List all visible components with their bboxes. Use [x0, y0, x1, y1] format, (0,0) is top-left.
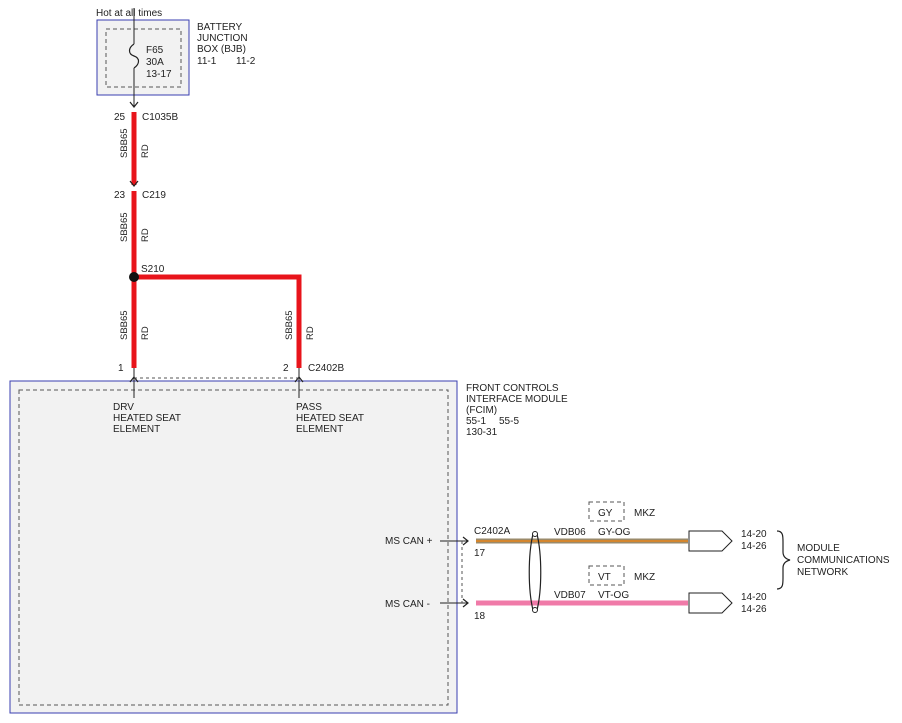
- drv-line2: HEATED SEAT: [113, 413, 181, 424]
- fcim-name-line3: (FCIM): [466, 405, 497, 416]
- wire3-circuit: SBB65: [119, 310, 130, 340]
- vt-option-box: [588, 565, 625, 586]
- splice-s210-dot: [129, 272, 139, 282]
- gy-option-color: GY: [598, 508, 613, 519]
- c2402b-pin2-icon: [294, 376, 304, 383]
- drv-line1: DRV: [113, 402, 134, 413]
- c2402b-pin-b: 2: [283, 363, 289, 374]
- drv-line3: ELEMENT: [113, 424, 160, 435]
- c1035b-name: C1035B: [142, 112, 178, 123]
- network-line3: NETWORK: [797, 567, 848, 578]
- wire1-circuit: SBB65: [119, 128, 130, 158]
- network-line2: COMMUNICATIONS: [797, 555, 890, 566]
- bjb-ref-b: 11-2: [236, 56, 256, 67]
- bjb-name-line3: BOX (BJB): [197, 44, 246, 55]
- fcim-inner-outline: [18, 389, 449, 706]
- fcim-module: [9, 380, 458, 714]
- fcim-ref-a: 55-1: [466, 416, 486, 427]
- vdb06-continuation-arrow: [688, 530, 733, 552]
- bjb-ref-a: 11-1: [197, 56, 217, 67]
- vt-option-model: MKZ: [634, 572, 655, 583]
- ms-can-minus-label: MS CAN -: [385, 599, 430, 610]
- vdb06-circuit: VDB06: [554, 527, 586, 538]
- wire1-color: RD: [140, 144, 151, 158]
- fuse-rating: 30A: [146, 57, 164, 68]
- vdb07-circuit: VDB07: [554, 590, 586, 601]
- c2402b-pin-a: 1: [118, 363, 124, 374]
- wire2-circuit: SBB65: [119, 212, 130, 242]
- c219-pin: 23: [114, 190, 126, 201]
- pass-line3: ELEMENT: [296, 424, 343, 435]
- network-brace: [776, 530, 791, 590]
- wire3-color: RD: [140, 326, 151, 340]
- c2402a-pin-plus: 17: [474, 548, 486, 559]
- fuse-icon: [128, 43, 140, 69]
- hot-at-all-times-label: Hot at all times: [96, 8, 162, 19]
- twisted-pair-right: [536, 533, 542, 611]
- fuse-id: F65: [146, 45, 164, 56]
- splice-name: S210: [141, 264, 165, 275]
- vdb06-color: GY-OG: [598, 527, 631, 538]
- fcim-name-line1: FRONT CONTROLS: [466, 383, 559, 394]
- twisted-pair-cap-top: [532, 531, 538, 537]
- c219-name: C219: [142, 190, 166, 201]
- vdb07-color: VT-OG: [598, 590, 629, 601]
- bjb-name-line1: BATTERY: [197, 22, 243, 33]
- vdb06-ref-b: 14-26: [741, 541, 767, 552]
- pass-line1: PASS: [296, 402, 322, 413]
- pass-line2: HEATED SEAT: [296, 413, 364, 424]
- c2402a-name: C2402A: [474, 526, 510, 537]
- c2402a-pin17-icon: [462, 536, 469, 546]
- bjb-name-line2: JUNCTION: [197, 33, 248, 44]
- c2402a-pin18-icon: [462, 598, 469, 608]
- vt-option-color: VT: [598, 572, 611, 583]
- twisted-pair-left: [528, 533, 534, 611]
- twisted-pair-cap-bottom: [532, 607, 538, 613]
- wire2-color: RD: [140, 228, 151, 242]
- fcim-ref-c: 130-31: [466, 427, 498, 438]
- battery-junction-box: F65 30A 13-17: [96, 8, 190, 107]
- fcim-ref-b: 55-5: [499, 416, 519, 427]
- vdb07-continuation-arrow: [688, 592, 733, 614]
- vdb06-ref-a: 14-20: [741, 529, 767, 540]
- bjb-inner-outline: [105, 28, 182, 88]
- c219-connector-icon: [129, 180, 139, 187]
- wire-sbb65-branch: [134, 274, 302, 368]
- c2402b-name: C2402B: [308, 363, 344, 374]
- c1035b-pin: 25: [114, 112, 126, 123]
- fcim-name-line2: INTERFACE MODULE: [466, 394, 568, 405]
- gy-option-model: MKZ: [634, 508, 655, 519]
- c2402a-pin-minus: 18: [474, 611, 486, 622]
- wire4-circuit: SBB65: [284, 310, 295, 340]
- vdb07-ref-b: 14-26: [741, 604, 767, 615]
- gy-option-box: [588, 501, 625, 522]
- ms-can-plus-label: MS CAN +: [385, 536, 433, 547]
- fuse-ref: 13-17: [146, 69, 172, 80]
- bjb-outline: [96, 19, 190, 96]
- c1035b-connector-icon: [129, 101, 139, 108]
- wire4-color: RD: [305, 326, 316, 340]
- vdb07-ref-a: 14-20: [741, 592, 767, 603]
- fcim-outline: [9, 380, 458, 714]
- c2402b-pin1-icon: [129, 376, 139, 383]
- network-line1: MODULE: [797, 543, 840, 554]
